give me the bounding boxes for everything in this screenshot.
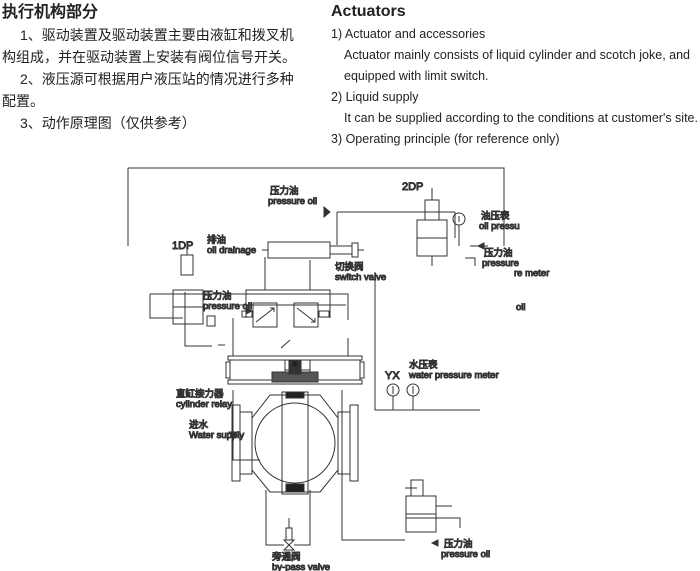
en-item-2: 2) Liquid supply	[331, 90, 419, 104]
label-drain-en: oil drainage	[207, 245, 256, 256]
label-cylinder-relay-en: cylinder relay	[176, 399, 232, 410]
label-2dp: 2DP	[402, 181, 423, 193]
en-item-3: 3) Operating principle (for reference on…	[331, 132, 560, 146]
flow-arrows	[228, 205, 485, 547]
cn-title: 执行机构部分	[2, 4, 99, 21]
label-bypass-cn: 旁通阀	[272, 551, 301, 563]
english-description: Actuators 1) Actuator and accessories Ac…	[331, 0, 700, 150]
label-bypass-en: by-pass valve	[272, 562, 330, 571]
label-1dp: 1DP	[172, 240, 193, 252]
chinese-description: 执行机构部分 1、驱动装置及驱动装置主要由液缸和拨叉机 构组成，并在驱动装置上安…	[2, 2, 332, 134]
cn-item-2-line-2: 配置。	[2, 93, 44, 109]
label-pressure-oil-right-cn: 压力油	[484, 247, 513, 259]
label-water-supply-cn: 进水	[189, 419, 209, 431]
label-water-supply-en: Water supply	[189, 430, 244, 441]
solenoid-valve-1dp	[172, 248, 216, 327]
label-drain-cn: 排油	[207, 234, 226, 246]
label-water-meter-cn: 水压表	[409, 359, 438, 371]
switch-valve-pair	[241, 302, 330, 328]
label-oil-meter-cn: 油压表	[481, 210, 510, 222]
en-title: Actuators	[331, 3, 406, 20]
label-pressure-oil-top-cn: 压力油	[270, 185, 299, 197]
bypass-valve	[282, 518, 296, 551]
cn-item-3: 3、动作原理图（仅供参考）	[20, 115, 196, 131]
label-water-meter-en: water pressure meter	[408, 370, 499, 381]
label-yx: YX	[385, 370, 400, 382]
cn-item-1-line-2: 构组成，并在驱动装置上安装有阀位信号开关。	[2, 49, 296, 65]
ball-valve-body	[231, 391, 359, 495]
scotch-yoke	[271, 359, 319, 383]
label-pressure-oil-right-en: pressure	[482, 258, 519, 269]
label-pressure-oil-left-en: pressure oil	[203, 301, 252, 312]
water-pressure-gauge-icon	[386, 383, 420, 410]
label-switch-valve-en: switch valve	[335, 272, 386, 283]
label-pressure-oil-left-cn: 压力油	[203, 290, 232, 302]
label-pressure-oil-bottom-en: pressure oil	[441, 549, 490, 560]
en-item-1: 1) Actuator and accessories	[331, 27, 486, 41]
en-item-1-body-line-2: equipped with limit switch.	[344, 69, 489, 83]
label-oil-meter-en-2: re meter	[514, 268, 549, 279]
label-switch-valve-cn: 切换阀	[335, 261, 364, 273]
label-pressure-oil-top-en: pressure oil	[268, 196, 317, 207]
en-item-2-body: It can be supplied according to the cond…	[344, 111, 698, 125]
drain-cylinder	[262, 241, 364, 259]
label-pressure-oil-bottom-cn: 压力油	[444, 538, 473, 550]
bottom-solenoid	[405, 479, 452, 533]
cn-item-2-line-1: 2、液压源可根据用户液压站的情况进行多种	[20, 71, 294, 87]
en-item-1-body-line-1: Actuator mainly consists of liquid cylin…	[344, 48, 691, 62]
label-pressure-oil-right-en-2: oil	[516, 302, 526, 313]
label-cylinder-relay-cn: 直缸接力器	[176, 388, 224, 400]
cn-item-1-line-1: 1、驱动装置及驱动装置主要由液缸和拨叉机	[20, 27, 294, 43]
label-oil-meter-en: oil pressu	[479, 221, 520, 232]
solenoid-valve-2dp	[416, 188, 448, 266]
